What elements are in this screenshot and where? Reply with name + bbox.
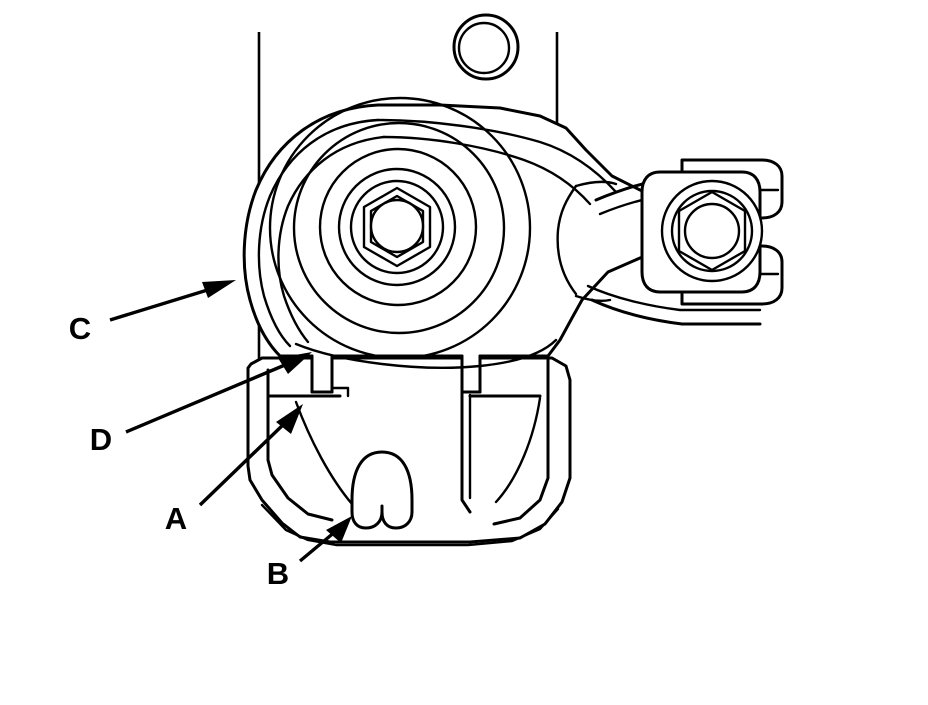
bracket-bottom-flange-line xyxy=(260,503,560,547)
bracket-notch-step xyxy=(310,354,334,394)
lower-bracket xyxy=(246,356,572,547)
callout-c-leader xyxy=(109,286,215,322)
mount-contour-3b xyxy=(382,135,592,206)
fork-bolt-shaft xyxy=(683,202,741,260)
bracket-inner-seat-curve xyxy=(294,400,354,506)
callout-d-arrowhead xyxy=(278,352,312,374)
center-bolt-shaft xyxy=(369,198,425,254)
callout-d: D xyxy=(90,352,312,457)
callout-c-label: C xyxy=(69,311,91,346)
bushing-ring-5 xyxy=(349,179,445,275)
callout-c-arrowhead xyxy=(202,280,236,298)
body-arm-fold-upper xyxy=(574,180,618,188)
callout-a-label: A xyxy=(165,501,187,536)
top-through-hole xyxy=(452,13,520,81)
bushing-ring-4 xyxy=(337,167,457,287)
callout-b-arrowhead xyxy=(326,516,352,543)
arm-lower-edge-2 xyxy=(586,284,762,312)
mount-contour-2b xyxy=(376,118,618,194)
mount-contour-2 xyxy=(257,118,380,348)
bracket-notch-detail xyxy=(310,354,482,398)
bracket-right-seat-curve xyxy=(494,396,542,504)
arm-waist-left xyxy=(556,184,578,296)
mount-bottom-lip xyxy=(294,338,558,369)
bracket-notch-corner xyxy=(330,386,350,398)
bushing-ring-3 xyxy=(318,147,478,307)
callout-a: A xyxy=(165,404,303,536)
callout-b: B xyxy=(267,516,352,591)
mount-contour-3 xyxy=(277,135,386,344)
bracket-right-fold xyxy=(492,356,550,526)
bracket-notch-step-right xyxy=(460,354,482,394)
callout-c: C xyxy=(69,280,236,346)
callout-b-leader xyxy=(298,529,338,563)
mount-body xyxy=(242,96,784,394)
callout-b-label: B xyxy=(267,556,289,591)
callout-a-leader xyxy=(198,420,288,507)
bracket-central-arch xyxy=(350,450,414,530)
bracket-left-inner-wall xyxy=(266,368,334,522)
bushing-ring-1 xyxy=(268,96,532,360)
callout-a-arrowhead xyxy=(276,404,303,434)
callout-d-label: D xyxy=(90,422,112,457)
bracket-right-inner-wall xyxy=(460,356,472,514)
bushing-ring-2 xyxy=(292,121,506,335)
body-arm-fold-lower xyxy=(574,294,612,302)
callout-d-leader xyxy=(125,360,293,434)
callouts: C D A B xyxy=(69,280,352,591)
arm-lower-edge xyxy=(590,298,762,326)
